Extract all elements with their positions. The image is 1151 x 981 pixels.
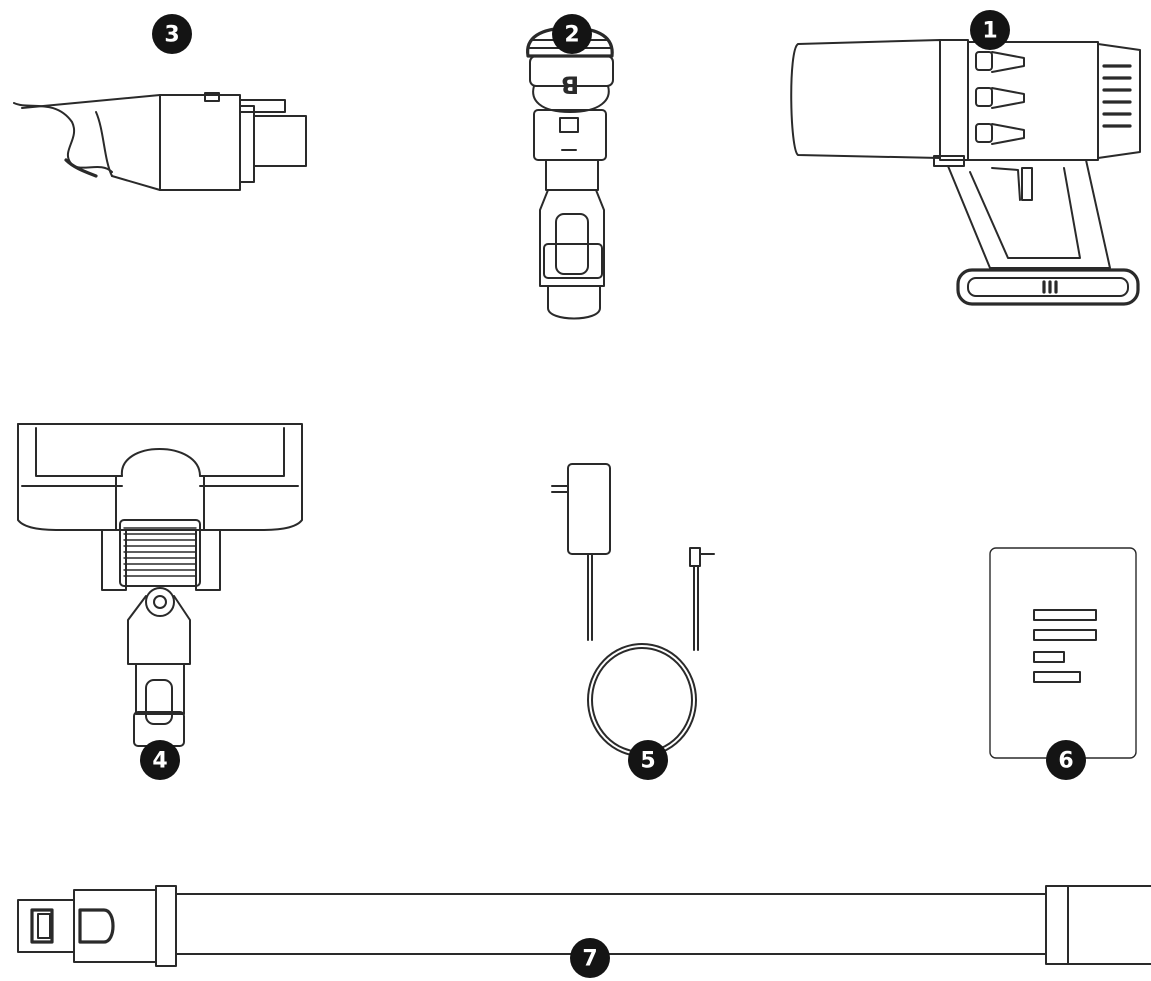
- wide-nozzle-drawing: [13, 92, 307, 191]
- floor-brush-drawing: [17, 423, 303, 747]
- badge-1: 1: [970, 10, 1010, 50]
- extension-tube-drawing: [17, 885, 1151, 967]
- badge-2-label: 2: [564, 23, 579, 48]
- badge-4: 4: [140, 740, 180, 780]
- badge-3-label: 3: [164, 23, 179, 48]
- badge-7: 7: [570, 938, 610, 978]
- crevice-brush-drawing: ꓭ: [526, 26, 614, 320]
- badge-6-label: 6: [1058, 749, 1073, 774]
- badge-3: 3: [152, 14, 192, 54]
- main-unit-drawing: [790, 39, 1141, 306]
- badge-5-label: 5: [640, 749, 655, 774]
- badge-2: 2: [552, 14, 592, 54]
- badge-1-label: 1: [982, 19, 997, 44]
- svg-text:ꓭ: ꓭ: [561, 72, 579, 100]
- badge-6: 6: [1046, 740, 1086, 780]
- charger-drawing: [551, 463, 715, 757]
- badge-7-label: 7: [582, 947, 597, 972]
- badge-5: 5: [628, 740, 668, 780]
- badge-4-label: 4: [152, 749, 167, 774]
- manual-drawing: [989, 547, 1137, 759]
